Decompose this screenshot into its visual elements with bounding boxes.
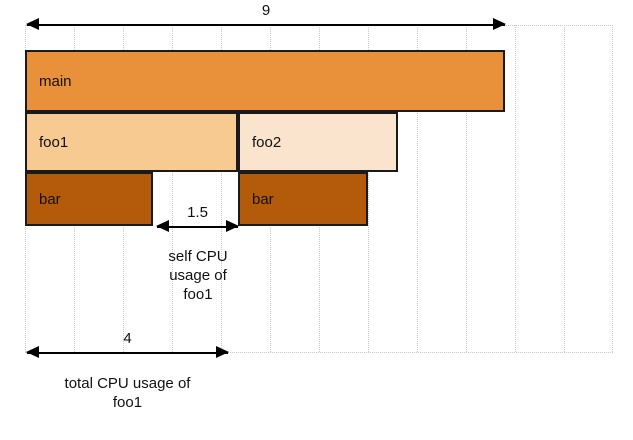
arrow-shaft bbox=[27, 352, 228, 354]
grid-vline bbox=[368, 25, 369, 352]
frame-label-foo1: foo1 bbox=[39, 133, 69, 151]
frame-main[interactable]: main bbox=[25, 50, 505, 112]
arrow-head-right bbox=[226, 220, 239, 232]
frame-label-foo2: foo2 bbox=[252, 133, 282, 151]
arrow-head-right bbox=[216, 346, 229, 358]
grid-vline bbox=[172, 25, 173, 352]
grid-vline bbox=[515, 25, 516, 352]
grid-vline bbox=[466, 25, 467, 352]
measure-value-total-cpu-foo1: 4 bbox=[123, 330, 132, 347]
grid-vline bbox=[221, 25, 222, 352]
grid-vline bbox=[612, 25, 613, 352]
grid-vline bbox=[564, 25, 565, 352]
annotation-total-cpu-foo1: total CPU usage of foo1 bbox=[64, 375, 191, 411]
frame-bar-2[interactable]: bar bbox=[238, 172, 368, 226]
arrow-shaft bbox=[27, 24, 505, 26]
grid-hline bbox=[25, 352, 613, 353]
measure-value-self-cpu-foo1: 1.5 bbox=[187, 204, 208, 221]
arrow-head-left bbox=[26, 18, 39, 30]
frame-label-bar-1: bar bbox=[39, 190, 61, 208]
arrow-head-left bbox=[26, 346, 39, 358]
arrow-shaft bbox=[157, 226, 238, 228]
frame-bar-1[interactable]: bar bbox=[25, 172, 153, 226]
arrow-head-right bbox=[493, 18, 506, 30]
frame-label-main: main bbox=[39, 72, 72, 90]
arrow-head-left bbox=[156, 220, 169, 232]
measure-value-total-main: 9 bbox=[261, 2, 271, 19]
frame-foo1[interactable]: foo1 bbox=[25, 112, 238, 172]
annotation-self-cpu-foo1: self CPU usage of foo1 bbox=[168, 248, 228, 303]
grid-vline bbox=[417, 25, 418, 352]
frame-label-bar-2: bar bbox=[252, 190, 274, 208]
frame-foo2[interactable]: foo2 bbox=[238, 112, 398, 172]
